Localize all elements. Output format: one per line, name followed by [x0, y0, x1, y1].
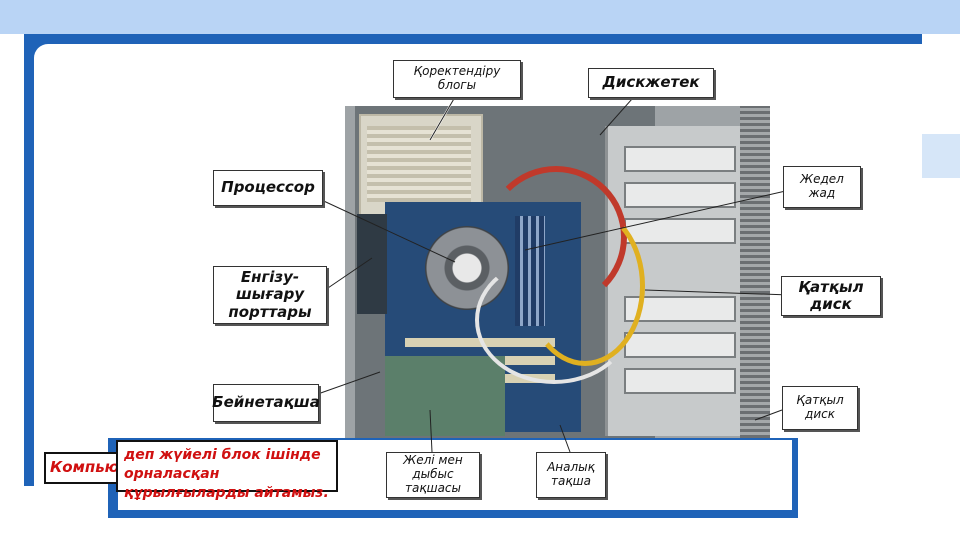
drive-bay [624, 182, 736, 208]
ports-image [357, 214, 387, 314]
label-io-ports: Енгізу-шығару порттары [213, 266, 327, 324]
front-panel-image [740, 106, 770, 438]
drive-bay [624, 332, 736, 358]
label-video-card: Бейнетақша [212, 384, 320, 422]
expansion-cards-image [385, 356, 505, 436]
label-network-sound-card: Желі мен дыбыс тақшасы [386, 452, 480, 498]
drive-bay [624, 146, 736, 172]
caption-definition: деп жүйелі блок ішінде орналасқан құрылғ… [116, 440, 338, 501]
label-hard-disk-1: Қатқыл диск [781, 276, 881, 316]
label-hard-disk-2: Қатқыл диск [782, 386, 858, 430]
caption-fragment-left: Компьютердің [44, 452, 116, 484]
decorative-strip [922, 134, 960, 178]
top-band [0, 0, 960, 34]
label-ram: Жедел жад [783, 166, 861, 208]
psu-vents [367, 126, 471, 202]
label-mainboard: Аналық тақша [536, 452, 606, 498]
drive-bay [624, 368, 736, 394]
computer-case-photo [345, 106, 770, 438]
drive-bay [624, 218, 736, 244]
label-floppy-drive: Дискжетек [588, 68, 714, 98]
label-power-supply: Қоректендіру блогы [393, 60, 521, 98]
cable-white [475, 256, 633, 384]
label-processor: Процессор [213, 170, 323, 206]
